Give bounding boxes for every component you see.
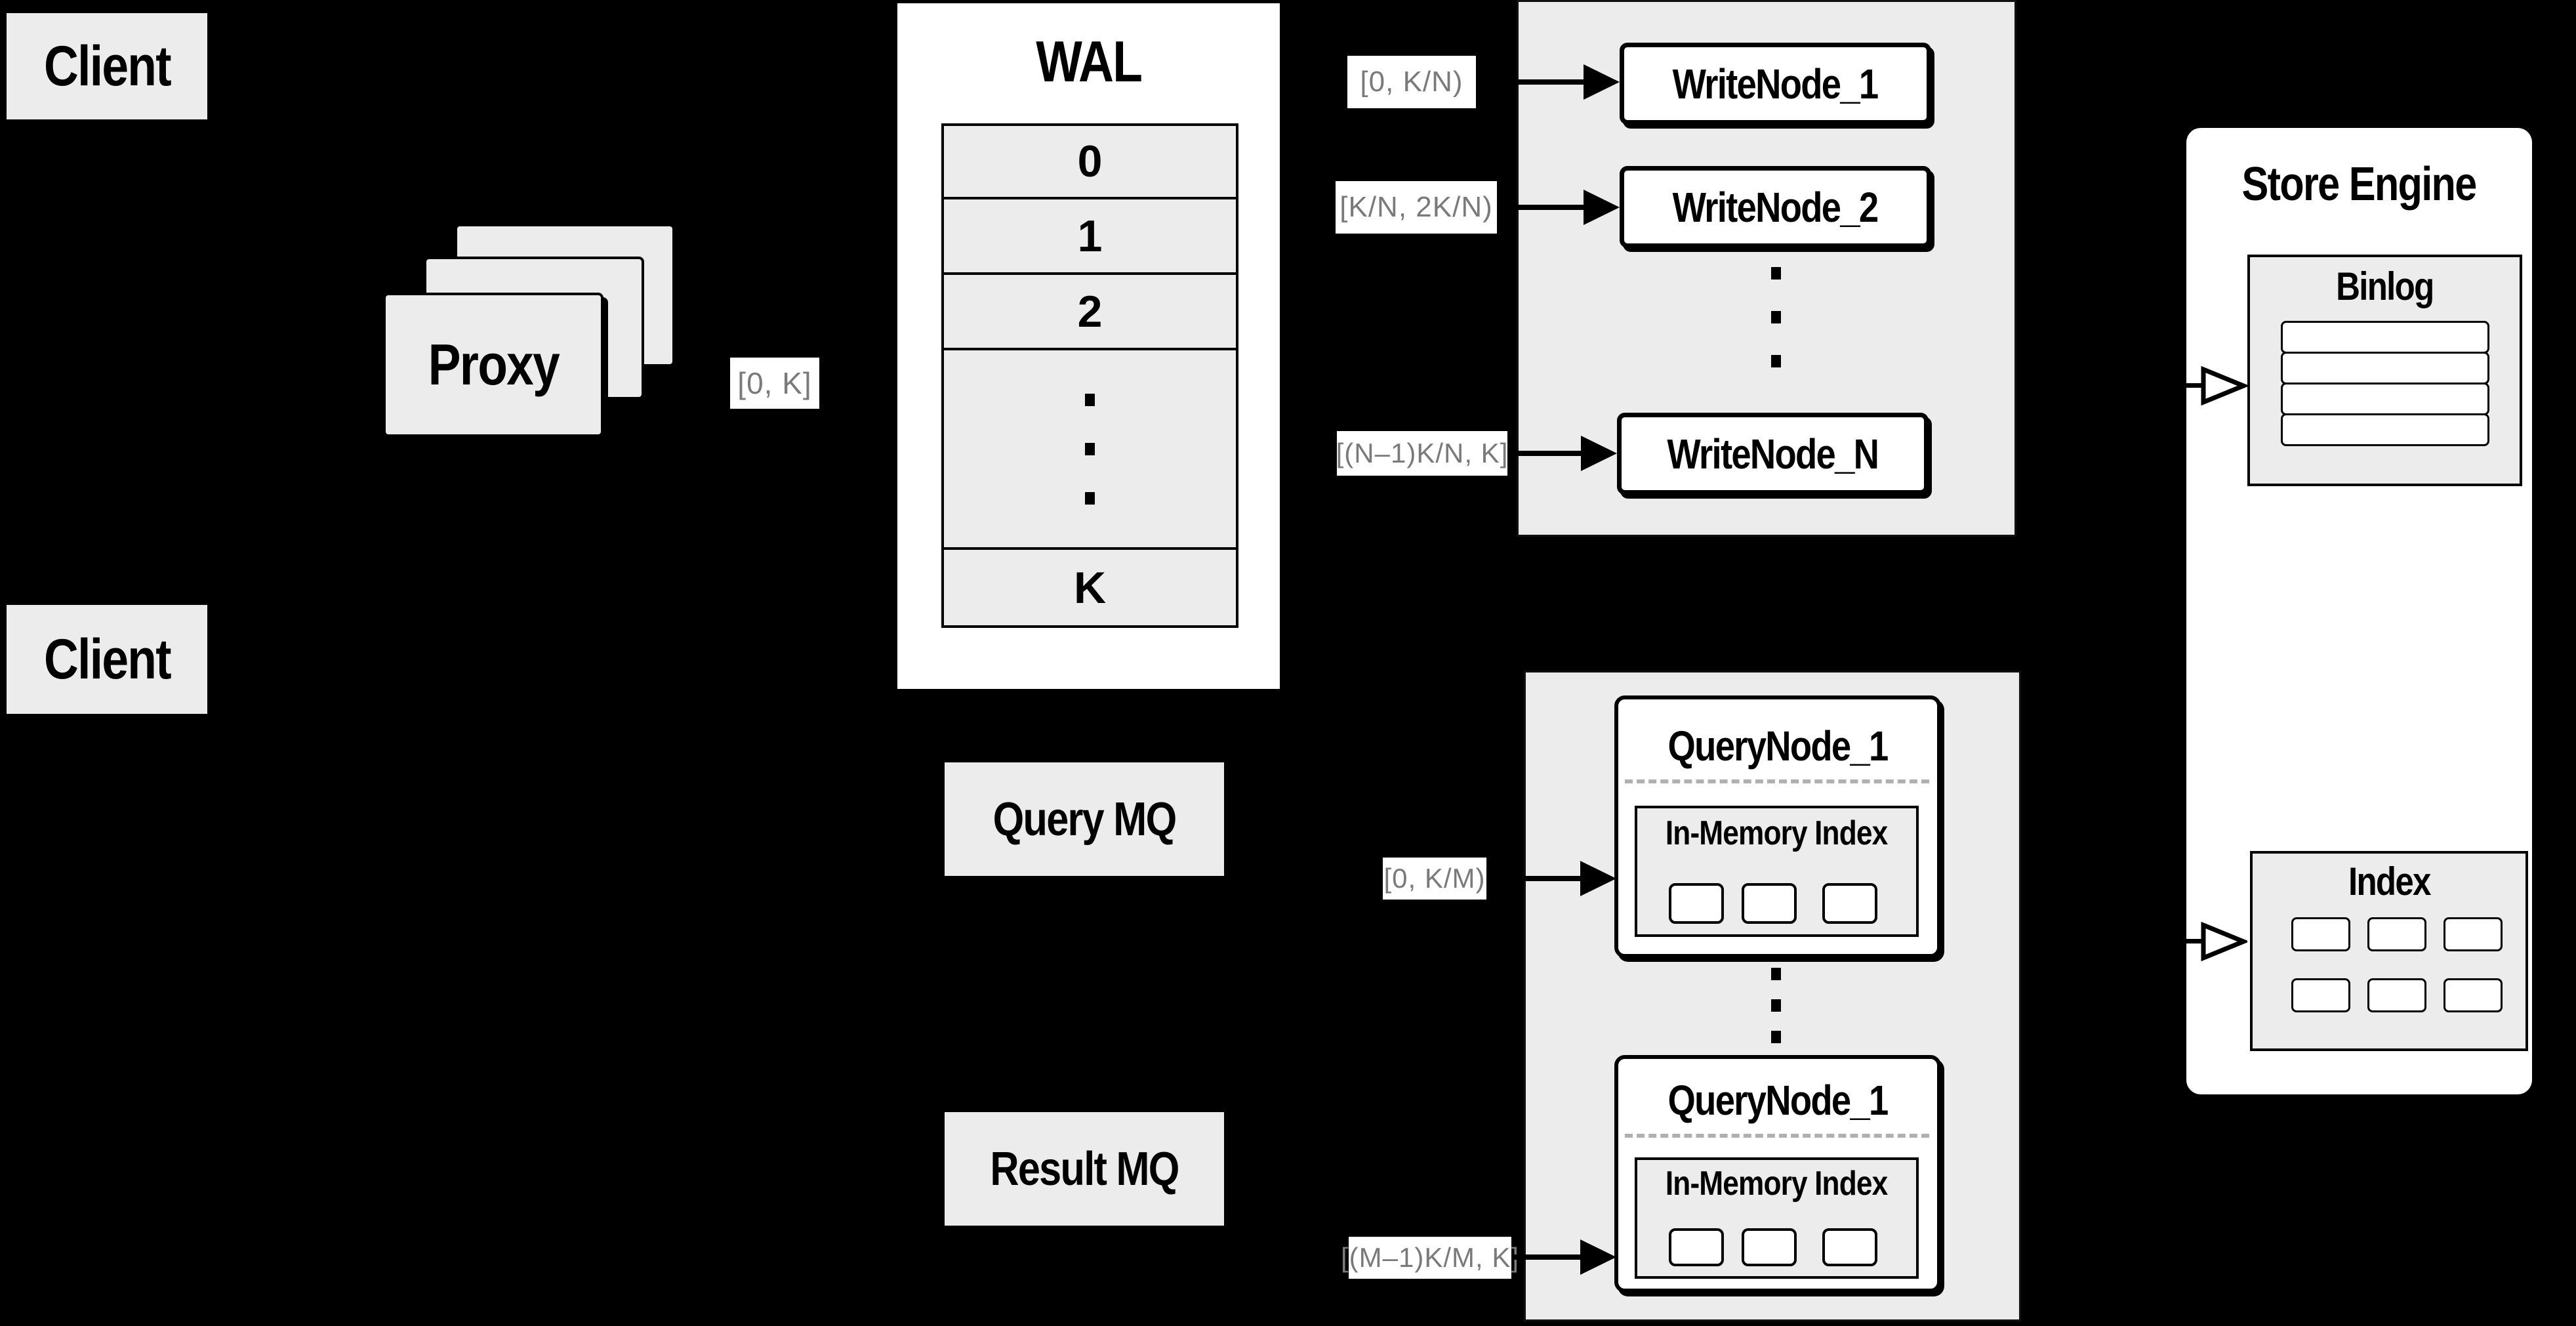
store-engine-title: Store Engine [2241, 158, 2478, 211]
arrow-line [1497, 205, 1584, 210]
client-bottom-label: Client [43, 627, 172, 691]
vertical-dots [1771, 968, 1781, 980]
range-label-query-m: [(M–1)K/M, K] [1341, 1237, 1519, 1279]
query-node-m-title: QueryNode_1 [1667, 1077, 1889, 1124]
arrow-line [1511, 1254, 1581, 1260]
binlog-row [2280, 321, 2489, 354]
index-segment [1822, 1228, 1877, 1266]
arrow-head-right [1580, 861, 1616, 896]
index-title: Index [2348, 860, 2431, 903]
index-segment [1742, 883, 1797, 924]
arrow-line [1476, 79, 1584, 85]
client-bottom-box: Client [7, 605, 207, 714]
arrow-line [1507, 451, 1582, 456]
index-cell [2443, 917, 2503, 951]
vertical-dots [1085, 491, 1095, 505]
wal-segment-row: 0 [944, 126, 1236, 199]
wal-segment-ellipsis-row [944, 350, 1236, 550]
vertical-dots [1771, 267, 1781, 280]
write-node-2: WriteNode_2 [1620, 166, 1931, 248]
index-cell [2443, 978, 2503, 1012]
wal-segment-row: K [944, 550, 1236, 625]
arrow-line [1486, 876, 1581, 881]
range-label-proxy-wal: [0, K] [730, 358, 819, 409]
range-label-write-1: [0, K/N) [1347, 56, 1476, 108]
dashed-separator [1625, 779, 1929, 783]
index-title-wrap: Index [2253, 854, 2525, 904]
range-label-write-n: [(N–1)K/N, K] [1336, 431, 1507, 476]
binlog-rows [2280, 321, 2489, 446]
dashed-separator [1625, 1134, 1929, 1138]
query-node-m-title-wrap: QueryNode_1 [1618, 1059, 1937, 1125]
binlog-title: Binlog [2336, 264, 2434, 308]
vertical-dots [1771, 355, 1781, 367]
result-mq-label: Result MQ [990, 1142, 1179, 1195]
index-cell [2367, 978, 2426, 1012]
client-top-box: Client [7, 13, 207, 119]
in-memory-index-m-label: In-Memory Index [1666, 1165, 1888, 1203]
index-cell [2367, 917, 2426, 951]
arrow-line [2158, 383, 2205, 388]
arrow-head-right [1584, 64, 1620, 100]
write-node-2-label: WriteNode_2 [1673, 183, 1879, 231]
wal-title: WAL [1035, 29, 1143, 94]
wal-title-wrap: WAL [897, 3, 1280, 95]
index-segment [1669, 1228, 1724, 1266]
wal-segment-row: 2 [944, 275, 1236, 350]
binlog-box: Binlog [2247, 255, 2522, 486]
arrow-head-right [1584, 190, 1620, 225]
vertical-dots [1085, 393, 1095, 406]
query-mq-label: Query MQ [992, 793, 1177, 846]
index-cell [2291, 917, 2350, 951]
wal-segment-row: 1 [944, 199, 1236, 275]
write-node-1-label: WriteNode_1 [1673, 60, 1879, 108]
write-node-1: WriteNode_1 [1620, 43, 1931, 125]
in-memory-index-m-title-wrap: In-Memory Index [1637, 1160, 1916, 1203]
proxy-card-front: Proxy [383, 293, 603, 437]
write-node-n: WriteNode_N [1617, 413, 1929, 495]
proxy-label: Proxy [428, 332, 560, 397]
in-memory-index-1-title-wrap: In-Memory Index [1637, 808, 1916, 853]
binlog-row [2280, 383, 2489, 415]
index-segment [1669, 883, 1724, 924]
range-label-query-1: [0, K/M) [1383, 858, 1486, 900]
query-node-1-title-wrap: QueryNode_1 [1618, 699, 1937, 770]
arrow-head-right [1581, 436, 1617, 471]
vertical-dots [1085, 442, 1095, 455]
index-segment [1742, 1228, 1797, 1266]
binlog-row [2280, 413, 2489, 446]
result-mq-box: Result MQ [945, 1112, 1224, 1226]
binlog-title-wrap: Binlog [2250, 257, 2520, 309]
open-arrow-head-right [2201, 366, 2247, 405]
range-label-write-2: [K/N, 2K/N) [1336, 181, 1497, 234]
open-arrow-head-right [2201, 922, 2247, 961]
binlog-row [2280, 352, 2489, 384]
query-node-1-title: QueryNode_1 [1667, 722, 1889, 770]
query-mq-box: Query MQ [945, 762, 1224, 876]
store-engine-title-wrap: Store Engine [2186, 128, 2532, 211]
in-memory-index-1-label: In-Memory Index [1666, 814, 1888, 852]
index-cell [2291, 978, 2350, 1012]
vertical-dots [1771, 999, 1781, 1012]
wal-segment-table: 0 1 2 K [941, 123, 1238, 628]
vertical-dots [1771, 311, 1781, 323]
index-segment [1822, 883, 1877, 924]
arrow-head-right [1580, 1239, 1616, 1275]
vertical-dots [1771, 1031, 1781, 1043]
write-node-n-label: WriteNode_N [1667, 430, 1880, 478]
client-top-label: Client [43, 34, 172, 98]
arrow-line [2158, 939, 2205, 943]
